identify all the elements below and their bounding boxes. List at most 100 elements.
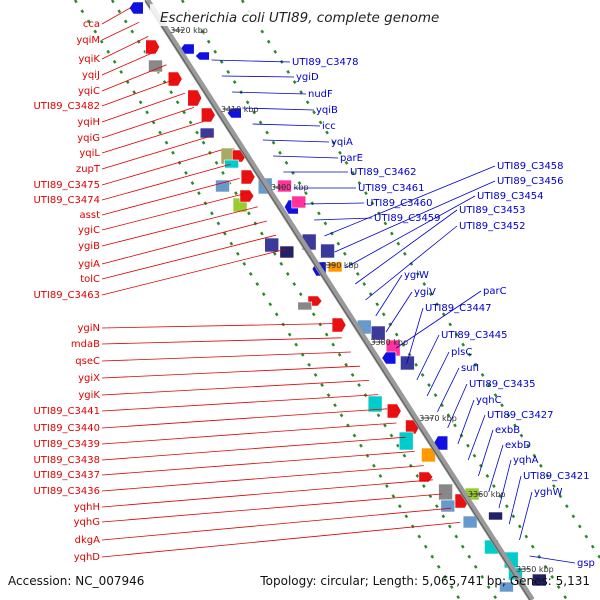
right-gene-label: icc [322, 121, 336, 132]
left-labels: ccayqiMyqiKyqiJyqiCUTI89_C3482yqiHyqiGyq… [33, 19, 100, 563]
left-leader-line [101, 36, 149, 60]
tick-dots-right-outer [240, 0, 600, 561]
left-gene-label: UTI89_C3440 [33, 423, 100, 434]
left-leader-line [101, 507, 452, 541]
right-leader-line [406, 307, 424, 365]
right-leader-line [354, 209, 458, 285]
tick-dots-right-inner [180, 0, 569, 600]
right-leader-line [416, 334, 440, 381]
right-leader-line [262, 139, 330, 143]
left-leader-line [101, 465, 424, 492]
gene-arrow [145, 39, 161, 55]
left-gene-label: asst [80, 210, 101, 221]
right-gene-label: ygiW [404, 270, 429, 281]
left-gene-label: yqiH [77, 117, 100, 128]
left-gene-label: ygiB [78, 241, 100, 252]
gene-block [320, 243, 335, 259]
map-title: Escherichia coli UTI89, complete genome [160, 10, 439, 26]
scale-label: 3360 kbp [468, 490, 506, 499]
right-gene-label: parE [340, 153, 363, 164]
right-gene-label: UTI89_C3454 [477, 191, 544, 202]
accession-text: Accession: NC_007946 [8, 574, 145, 588]
gene-block [438, 483, 453, 501]
left-leader-line [101, 479, 433, 508]
right-leader-line [324, 165, 496, 237]
gene-block [440, 499, 456, 513]
right-gene-label: yqiA [331, 137, 353, 148]
left-gene-label: UTI89_C3438 [33, 455, 100, 466]
right-leader-line [478, 429, 494, 477]
scale-label: 3370 kbp [419, 414, 457, 423]
left-gene-label: yqiK [78, 54, 100, 65]
left-gene-label: yqiG [77, 133, 100, 144]
right-gene-label: gsp [577, 558, 595, 569]
right-leader-line [303, 202, 365, 205]
left-leader-line [101, 234, 277, 280]
genome-backbone [144, 0, 535, 600]
right-gene-label: yghW [534, 487, 563, 498]
left-gene-label: yqhD [74, 552, 101, 563]
left-leader-line [101, 107, 195, 139]
left-leader-line [101, 21, 140, 41]
scale-label: 3420 kbp [170, 26, 208, 35]
gene-block [400, 355, 415, 371]
right-leader-line [221, 75, 295, 78]
left-leader-line [101, 163, 231, 201]
left-leader-line [101, 422, 397, 445]
left-leader-line [101, 121, 204, 154]
left-leader-line [101, 394, 379, 412]
right-gene-label: plsC [451, 347, 472, 358]
right-leader-line [447, 383, 468, 429]
genome-backbone-edge [144, 0, 531, 600]
right-gene-label: yqhC [476, 395, 502, 406]
right-leader-line [498, 459, 512, 509]
right-leader-line [467, 414, 486, 461]
left-label-leaders [101, 7, 461, 558]
right-gene-label: UTI89_C3447 [425, 303, 492, 314]
right-label-leaders [211, 59, 576, 564]
right-gene-label: UTI89_C3460 [366, 198, 433, 209]
left-gene-label: UTI89_C3437 [33, 470, 100, 481]
right-leader-line [508, 475, 522, 525]
title-background [150, 4, 450, 26]
right-gene-label: UTI89_C3421 [523, 471, 590, 482]
gene-block [297, 301, 313, 311]
left-leader-line [101, 451, 415, 476]
right-gene-label: exbB [495, 425, 520, 436]
left-gene-label: ygiN [77, 323, 100, 334]
right-gene-label: UTI89_C3453 [459, 205, 526, 216]
tick-dots-left-outer [73, 0, 462, 600]
right-leader-line [232, 91, 307, 95]
left-leader-line [101, 50, 158, 76]
left-leader-line [101, 149, 222, 186]
left-gene-label: yqiC [78, 86, 100, 97]
gene-block [199, 127, 215, 139]
left-gene-label: cca [83, 19, 100, 30]
right-gene-label: yqhA [513, 455, 539, 466]
left-gene-label: UTI89_C3436 [33, 486, 100, 497]
left-leader-line [101, 64, 167, 92]
left-leader-line [101, 436, 406, 461]
left-leader-line [101, 337, 342, 345]
left-gene-label: tolC [80, 274, 100, 285]
left-leader-line [101, 365, 360, 379]
left-leader-line [101, 249, 286, 296]
right-gene-label: UTI89_C3478 [292, 57, 359, 68]
left-gene-label: yqiM [76, 35, 100, 46]
right-gene-label: ygiD [296, 72, 319, 83]
gene-block [370, 325, 386, 341]
gene-block [148, 59, 163, 73]
right-gene-label: UTI89_C3462 [350, 167, 417, 178]
left-leader-line [101, 493, 443, 523]
right-labels: UTI89_C3478ygiDnudFyqiBiccyqiAparEUTI89_… [292, 57, 595, 569]
left-gene-label: ygiX [78, 373, 100, 384]
topology-text: Topology: circular; Length: 5,065,741 bp… [260, 574, 590, 588]
right-gene-label: UTI89_C3459 [374, 213, 441, 224]
gene-block [499, 581, 514, 593]
scale-label: 3380 kbp [370, 338, 408, 347]
right-leader-line [457, 399, 475, 445]
left-gene-label: UTI89_C3439 [33, 439, 100, 450]
right-leader-line [334, 180, 496, 253]
